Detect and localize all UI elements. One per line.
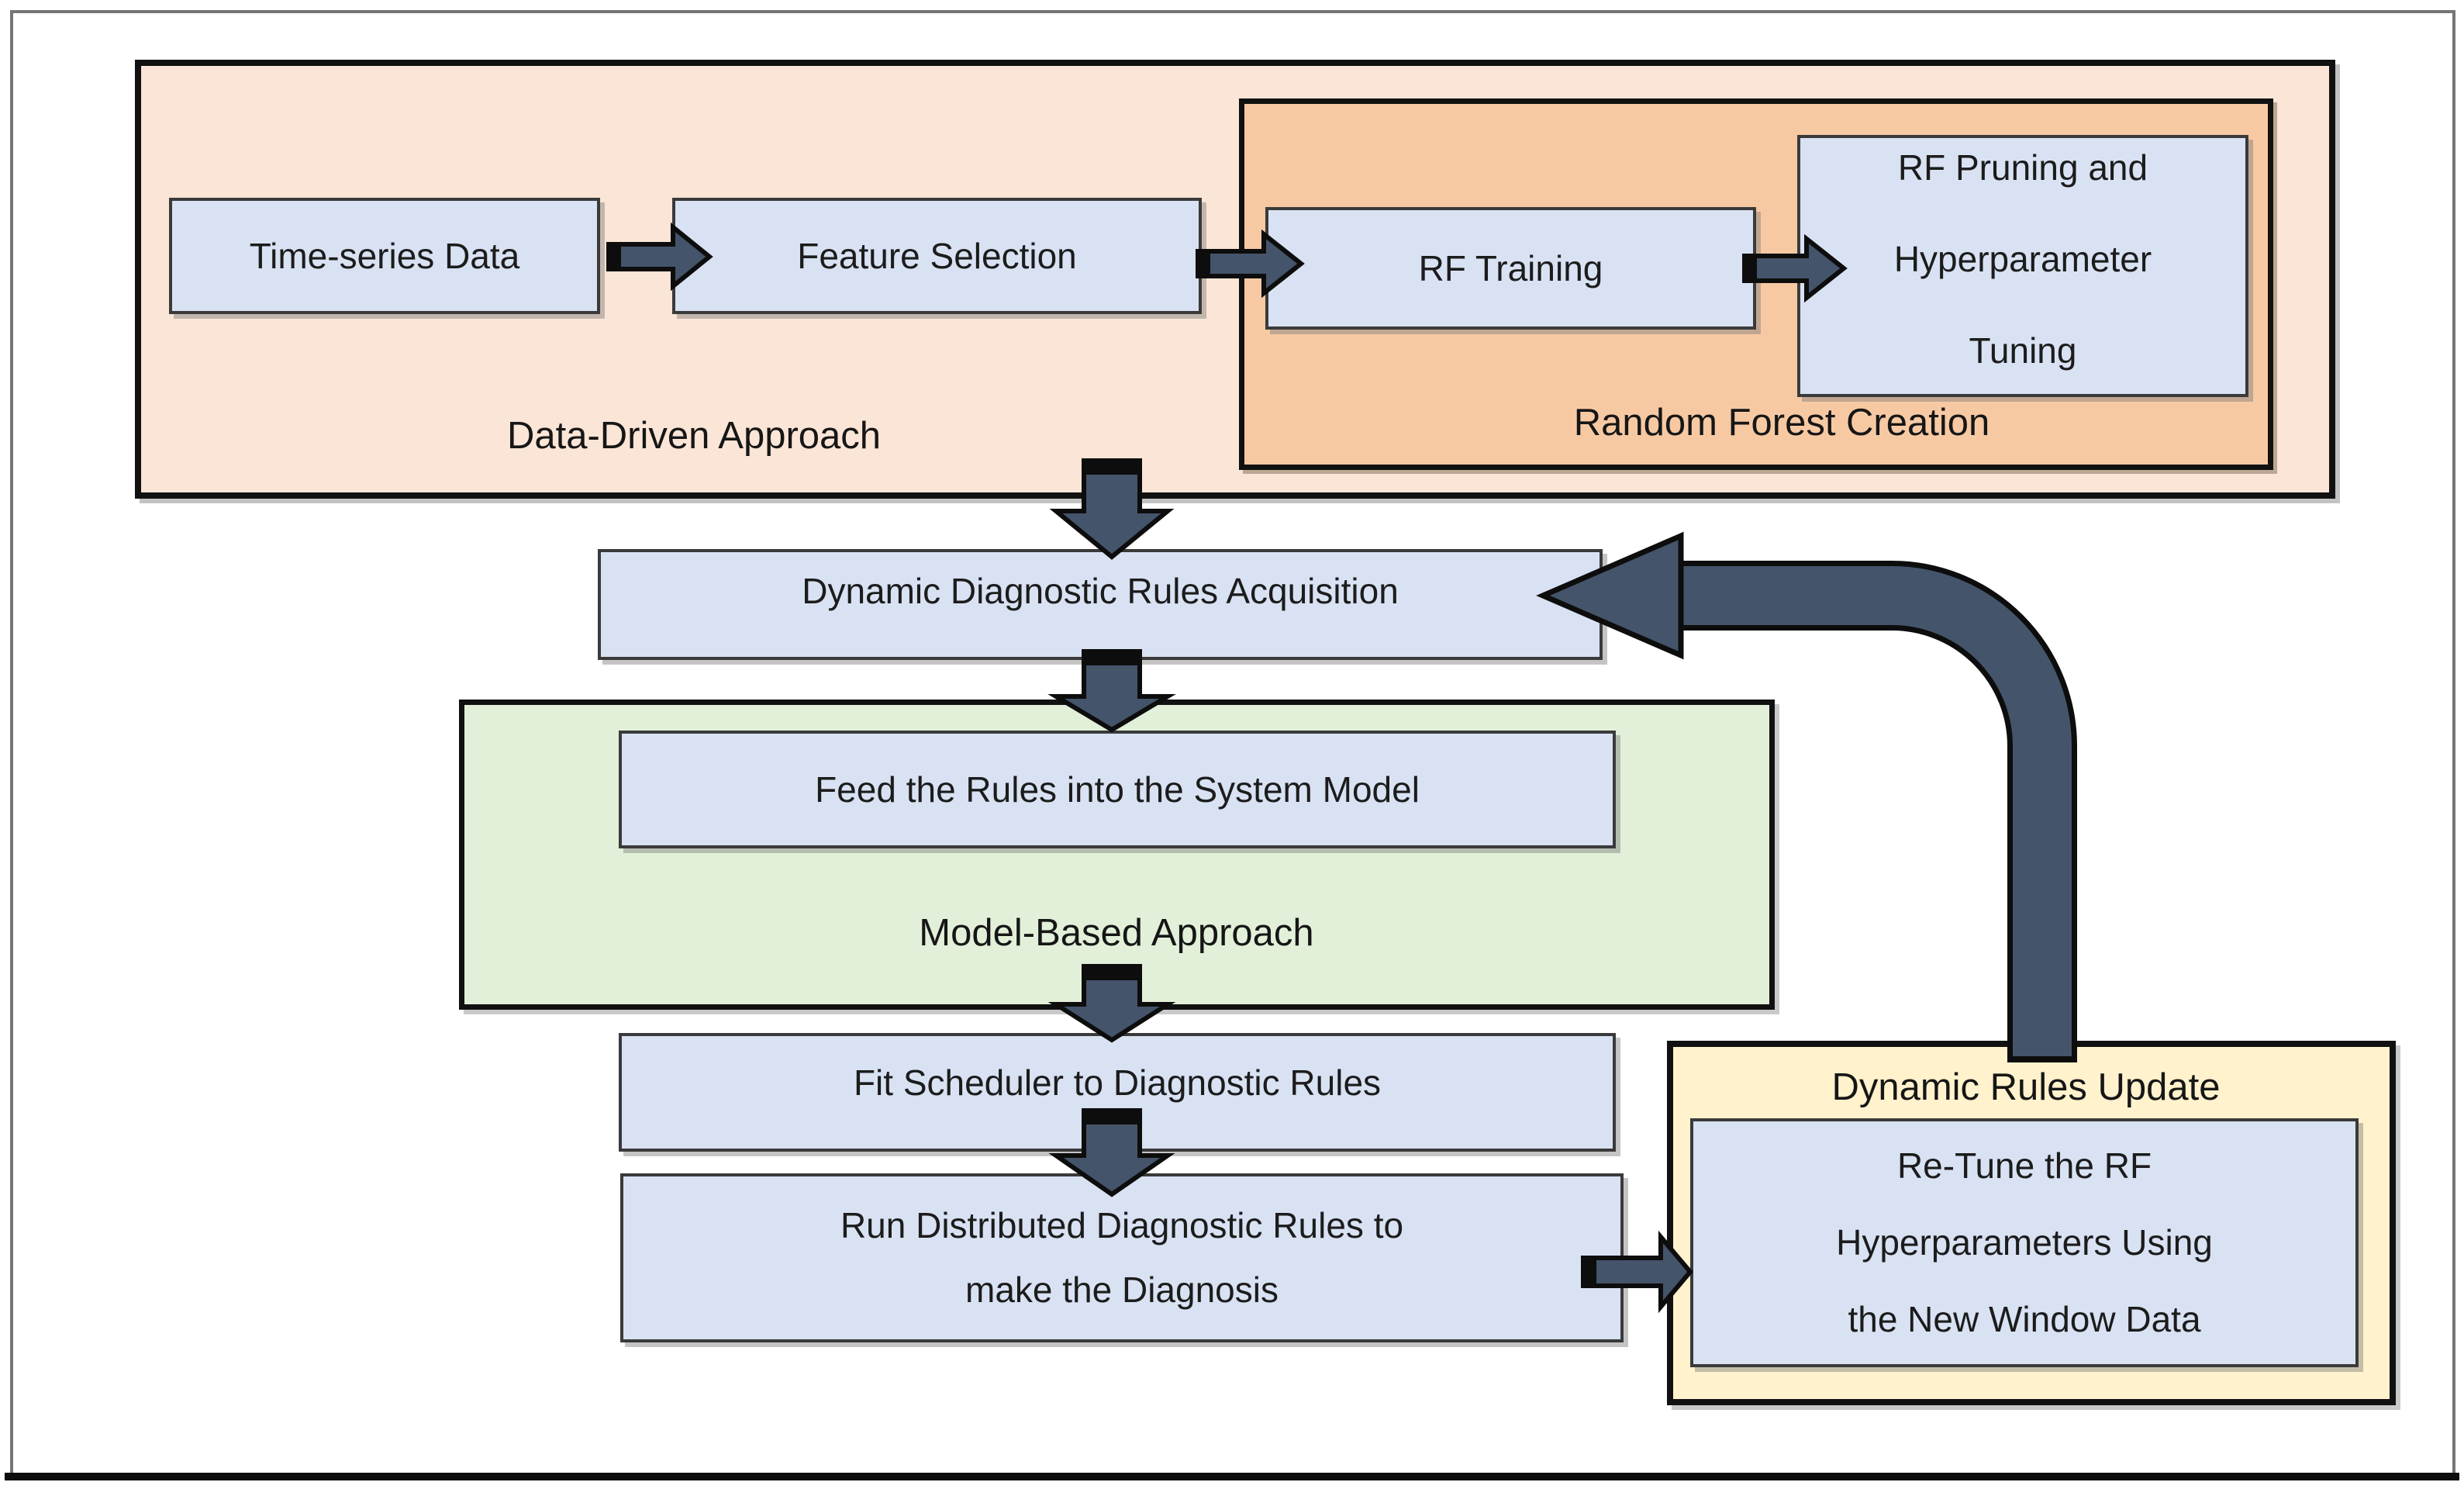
box-run-distributed-line: make the Diagnosis <box>965 1270 1279 1310</box>
group-dynamic-rules-update-label: Dynamic Rules Update <box>1831 1066 2221 1108</box>
box-rf-training-label: RF Training <box>1418 247 1603 288</box>
box-retune-line: Re-Tune the RF <box>1896 1145 2152 1187</box>
box-fit-scheduler-label: Fit Scheduler to Diagnostic Rules <box>853 1062 1382 1103</box>
box-feed-rules: Feed the Rules into the System Model <box>619 731 1616 848</box>
group-random-forest-creation-label: Random Forest Creation <box>1573 402 1990 444</box>
box-rf-training: RF Training <box>1265 207 1756 330</box>
box-rules-acquisition: Dynamic Diagnostic Rules Acquisition <box>598 549 1603 660</box>
box-feed-rules-label: Feed the Rules into the System Model <box>815 769 1420 810</box>
group-random-forest-creation: RF Training RF Pruning and Hyperparamete… <box>1239 98 2273 470</box>
box-rf-pruning-tuning: RF Pruning and Hyperparameter Tuning <box>1797 135 2248 397</box>
group-model-based-approach: Feed the Rules into the System Model Mod… <box>459 700 1775 1010</box>
bottom-edge-line <box>5 1473 2459 1480</box>
group-data-driven-approach: Time-series Data Feature Selection RF Tr… <box>135 60 2335 499</box>
box-feature-selection-label: Feature Selection <box>797 235 1077 276</box>
box-rf-pruning-line: Hyperparameter <box>1893 238 2152 279</box>
box-retune-line: Hyperparameters Using <box>1836 1222 2213 1263</box>
group-data-driven-approach-label: Data-Driven Approach <box>506 415 882 457</box>
box-run-distributed-line: Run Distributed Diagnostic Rules to <box>840 1205 1404 1246</box>
box-time-series-data-label: Time-series Data <box>249 235 520 276</box>
box-rules-acquisition-label: Dynamic Diagnostic Rules Acquisition <box>802 570 1399 611</box>
box-time-series-data: Time-series Data <box>169 198 600 314</box>
group-dynamic-rules-update: Dynamic Rules Update Re-Tune the RF Hype… <box>1667 1041 2396 1405</box>
box-feature-selection: Feature Selection <box>672 198 1202 314</box>
box-retune-line: the New Window Data <box>1848 1298 2201 1339</box>
box-rf-pruning-line: RF Pruning and <box>1897 147 2148 188</box>
box-fit-scheduler: Fit Scheduler to Diagnostic Rules <box>619 1033 1616 1152</box>
group-model-based-approach-label: Model-Based Approach <box>919 912 1314 954</box>
box-run-distributed: Run Distributed Diagnostic Rules to make… <box>620 1173 1624 1342</box>
box-rf-pruning-line: Tuning <box>1969 330 2077 371</box>
box-retune-hyperparameters: Re-Tune the RF Hyperparameters Using the… <box>1690 1118 2359 1367</box>
